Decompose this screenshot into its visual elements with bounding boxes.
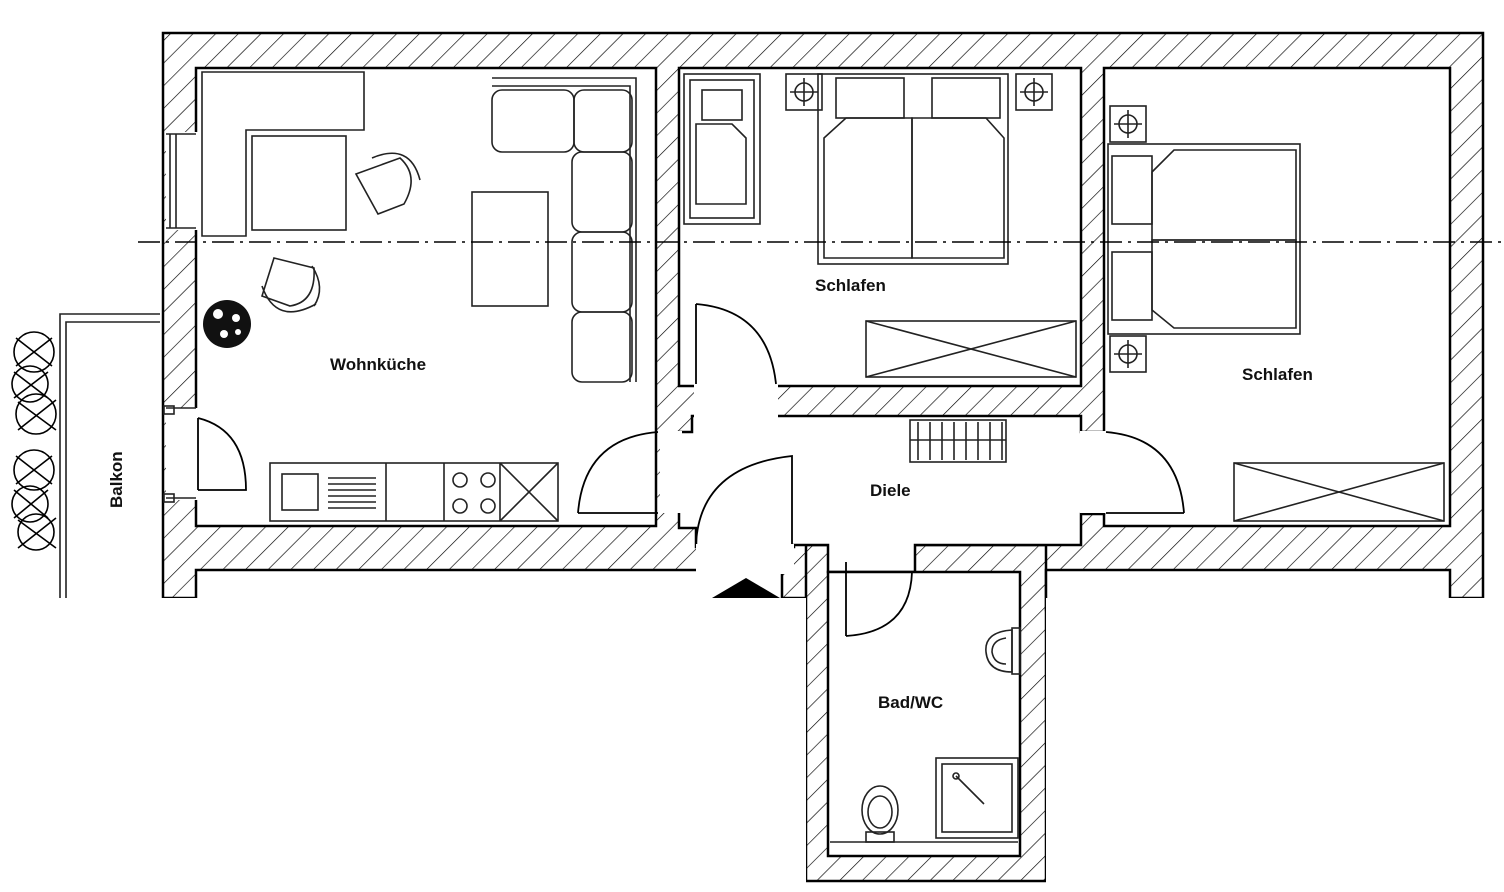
shower bbox=[935, 757, 1019, 839]
opening-bedroom-2 bbox=[1080, 431, 1106, 513]
opening-entrance bbox=[696, 544, 794, 574]
chair-1 bbox=[354, 152, 421, 215]
room-schlafen-1 bbox=[677, 66, 1083, 388]
lamp-icon bbox=[1015, 73, 1053, 111]
cutoff-left bbox=[160, 598, 806, 892]
label-schlafen-1: Schlafen bbox=[815, 276, 886, 295]
entrance-arrow-icon bbox=[712, 578, 780, 598]
room-wohnkueche bbox=[194, 66, 658, 528]
living-kitchen-furniture bbox=[201, 71, 637, 522]
window-frames bbox=[163, 133, 196, 503]
double-bed bbox=[817, 73, 1009, 265]
coffee-table bbox=[471, 191, 549, 307]
desk-seat bbox=[251, 135, 347, 231]
lamp-icon bbox=[1109, 335, 1147, 373]
doors bbox=[197, 303, 1185, 637]
plant-icon bbox=[203, 300, 251, 348]
label-wohnkueche: Wohnküche bbox=[330, 355, 426, 374]
label-diele: Diele bbox=[870, 481, 911, 500]
cutoff-right bbox=[1046, 598, 1504, 892]
opening-bedroom-1 bbox=[694, 384, 778, 418]
wardrobe bbox=[865, 320, 1077, 378]
sofa bbox=[491, 77, 637, 383]
opening-balcony bbox=[166, 408, 198, 500]
bedroom-1-furniture bbox=[683, 73, 1077, 378]
corner-desk bbox=[201, 71, 365, 237]
bathroom-fixtures bbox=[830, 627, 1021, 843]
wardrobe bbox=[1233, 462, 1445, 522]
room-schlafen-2 bbox=[1102, 66, 1452, 528]
window-opening bbox=[166, 132, 198, 230]
label-schlafen-2: Schlafen bbox=[1242, 365, 1313, 384]
chair-2 bbox=[261, 257, 321, 313]
lamp-icon bbox=[1109, 105, 1147, 143]
label-bad-wc: Bad/WC bbox=[878, 693, 943, 712]
kitchen-counter bbox=[269, 462, 559, 522]
opening-kitchen bbox=[660, 431, 682, 513]
plant-icon bbox=[11, 331, 57, 551]
bedroom-2-furniture bbox=[1107, 105, 1445, 522]
balcony bbox=[11, 313, 160, 598]
room-bad-wc bbox=[826, 570, 1022, 858]
lamp-icon bbox=[785, 73, 823, 111]
sink bbox=[985, 627, 1021, 675]
label-balkon: Balkon bbox=[107, 451, 126, 508]
single-bed bbox=[683, 73, 761, 225]
coat-rack bbox=[909, 419, 1007, 463]
double-bed bbox=[1107, 143, 1301, 335]
